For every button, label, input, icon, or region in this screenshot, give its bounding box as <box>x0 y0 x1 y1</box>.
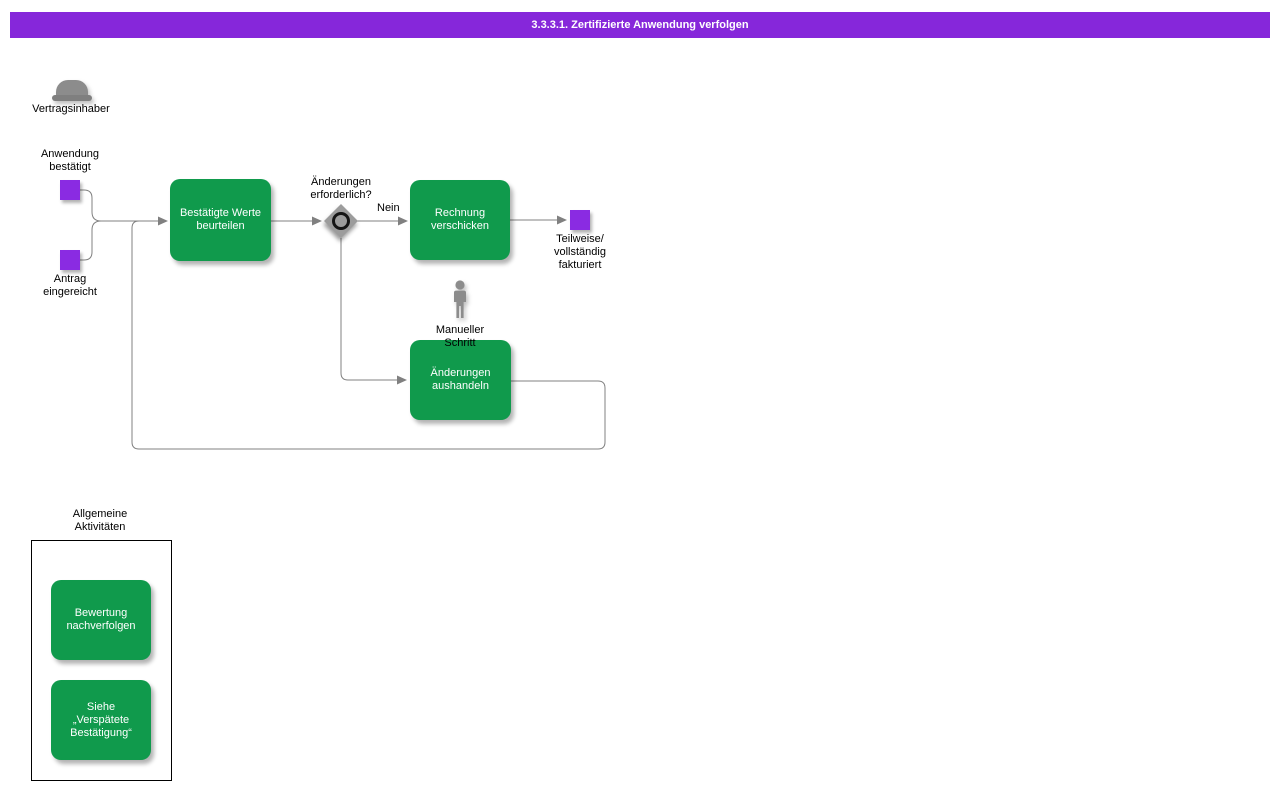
task-label: Bewertung nachverfolgen <box>66 607 136 632</box>
person-icon <box>454 280 466 318</box>
task-label: Änderungen aushandeln <box>430 367 491 392</box>
title-bar: 3.3.3.1. Zertifizierte Anwendung verfolg… <box>10 12 1270 38</box>
gateway-circle-icon <box>332 212 350 230</box>
end-event-fakturiert[interactable] <box>570 210 590 230</box>
task-aenderungen-aushandeln[interactable]: Änderungen aushandeln <box>410 340 511 420</box>
manual-step-label: Manueller Schritt <box>435 324 485 349</box>
hat-brim <box>52 95 92 101</box>
end-event-label: Teilweise/ vollständig fakturiert <box>554 233 606 271</box>
task-siehe-verspaetete-bestaetigung[interactable]: Siehe „Verspätete Bestätigung“ <box>51 680 151 760</box>
task-label: Rechnung verschicken <box>430 207 490 232</box>
task-bewertung-nachverfolgen[interactable]: Bewertung nachverfolgen <box>51 580 151 660</box>
hat-crown <box>56 80 88 97</box>
start-event-anwendung-label: Anwendung bestätigt <box>40 148 100 173</box>
page-title: 3.3.3.1. Zertifizierte Anwendung verfolg… <box>531 19 749 31</box>
task-label: Siehe „Verspätete Bestätigung“ <box>70 700 132 739</box>
start-event-anwendung[interactable] <box>60 180 80 200</box>
gateway-question-label: Änderungen erforderlich? <box>310 176 372 201</box>
actor-label: Vertragsinhaber <box>32 103 110 115</box>
decision-gateway[interactable] <box>324 204 358 238</box>
start-event-antrag[interactable] <box>60 250 80 270</box>
start-event-antrag-label: Antrag eingereicht <box>43 273 97 298</box>
task-bestaetigte-werte-beurteilen[interactable]: Bestätigte Werte beurteilen <box>170 179 271 261</box>
gateway-no-label: Nein <box>377 202 400 214</box>
task-label: Bestätigte Werte beurteilen <box>179 207 262 232</box>
hat-icon <box>52 78 92 104</box>
general-activities-label: Allgemeine Aktivitäten <box>72 508 128 533</box>
task-rechnung-verschicken[interactable]: Rechnung verschicken <box>410 180 510 260</box>
